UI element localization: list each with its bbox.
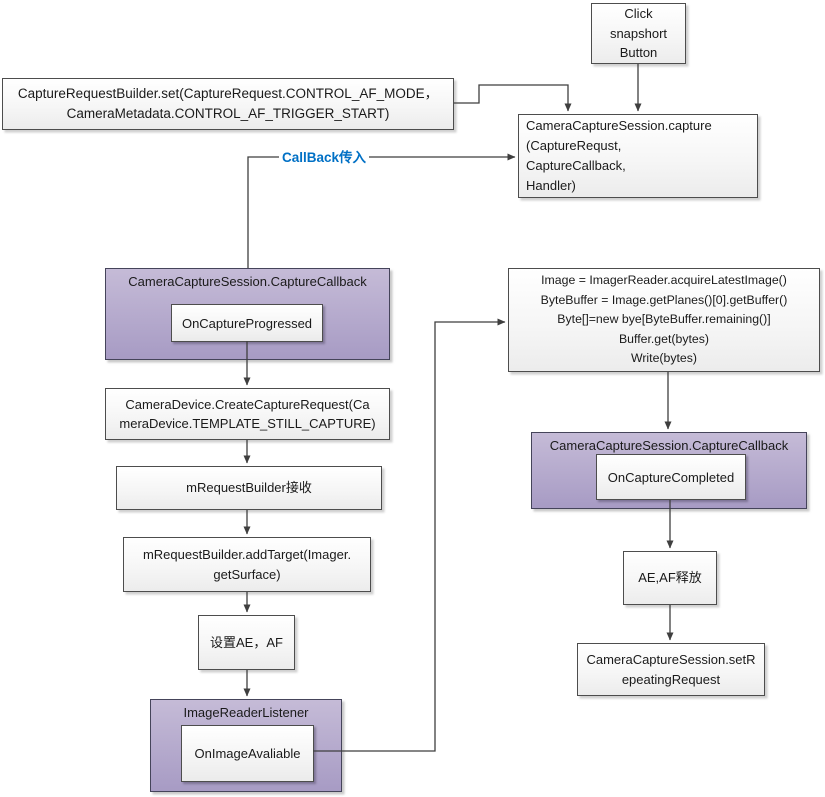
capture-callback-title-1: CameraCaptureSession.CaptureCallback	[128, 274, 367, 289]
node-capture-callback-group-2: CameraCaptureSession.CaptureCallback OnC…	[531, 432, 807, 509]
node-add-target: mRequestBuilder.addTarget(Imager. getSur…	[123, 537, 371, 592]
node-camera-capture-session-capture: CameraCaptureSession.capture (CaptureReq…	[518, 114, 758, 198]
node-request-builder-receive: mRequestBuilder接收	[116, 466, 382, 510]
node-capture-request-builder-set: CaptureRequestBuilder.set(CaptureRequest…	[2, 78, 454, 130]
image-reader-listener-title: ImageReaderListener	[183, 705, 309, 720]
node-on-capture-completed: OnCaptureCompleted	[596, 454, 746, 500]
node-click-snapshot-button: Click snapshort Button	[591, 3, 686, 64]
node-create-capture-request: CameraDevice.CreateCaptureRequest(Ca mer…	[105, 388, 390, 440]
node-set-ae-af: 设置AE，AF	[198, 615, 295, 670]
node-set-repeating-request: CameraCaptureSession.setR epeatingReques…	[577, 643, 765, 696]
arrow-aftrigger-to-capture	[454, 84, 572, 112]
node-image-reader-listener-group: ImageReaderListener OnImageAvaliable	[150, 699, 342, 792]
arrow-callback-to-capture	[247, 153, 516, 268]
node-capture-callback-group-1: CameraCaptureSession.CaptureCallback OnC…	[105, 268, 390, 360]
node-on-image-avaliable: OnImageAvaliable	[181, 725, 314, 782]
node-image-process-code: Image = ImagerReader.acquireLatestImage(…	[508, 268, 820, 372]
node-on-capture-progressed: OnCaptureProgressed	[171, 304, 323, 342]
capture-callback-title-2: CameraCaptureSession.CaptureCallback	[549, 438, 789, 453]
node-ae-af-release: AE,AF释放	[623, 551, 717, 605]
callback-pass-label: CallBack传入	[279, 146, 370, 166]
